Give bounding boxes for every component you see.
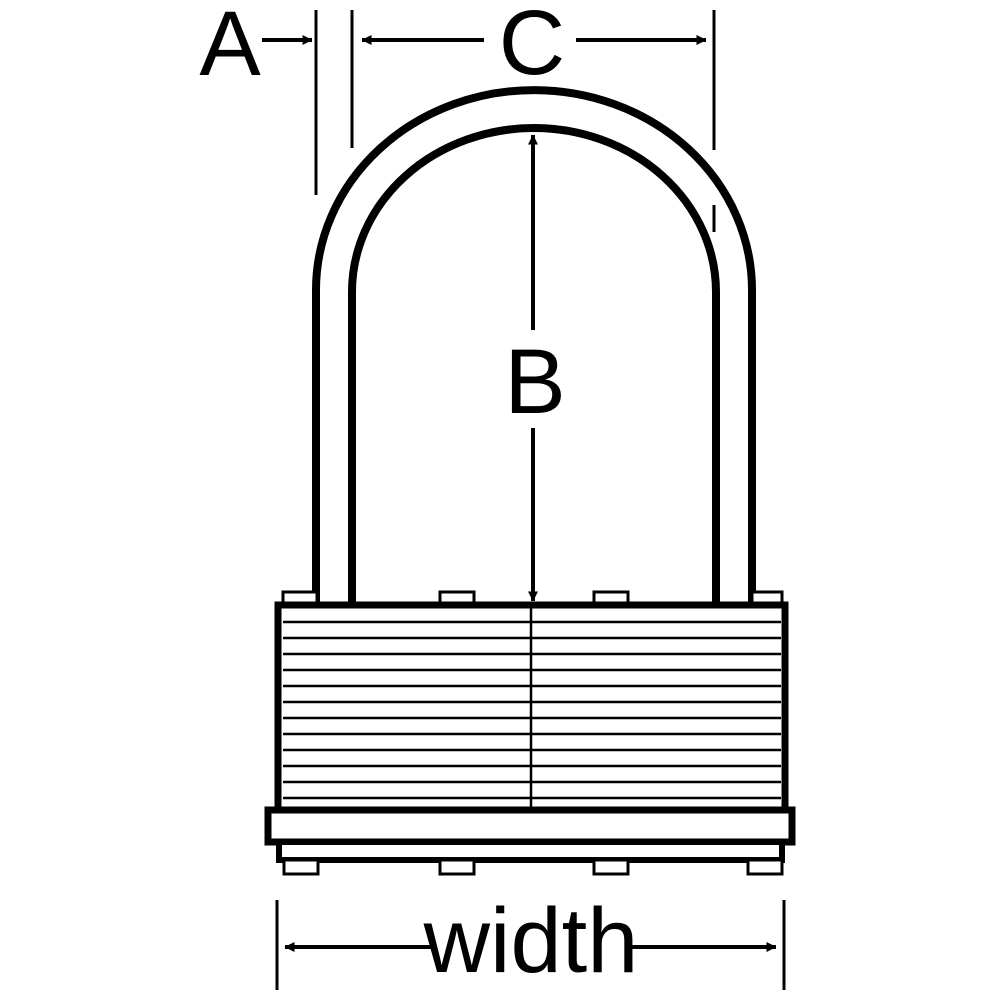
bottom-plate: [276, 839, 785, 863]
dimension-b: B: [504, 134, 566, 602]
dimension-a: A: [199, 0, 354, 195]
shackle-outer-edge: [312, 86, 756, 605]
shackle: [312, 86, 756, 605]
shackle-inner-edge: [348, 124, 720, 605]
bottom-flange: [264, 806, 796, 846]
bottom-rivet-3: [592, 858, 630, 876]
bottom-rivet-1: [282, 858, 320, 876]
dimension-b-label: B: [504, 331, 565, 433]
bottom-rivet-4: [746, 858, 784, 876]
dimension-c: C: [361, 0, 716, 232]
lock-body: [264, 590, 796, 876]
dimension-width: width: [275, 890, 786, 992]
dimension-c-label: C: [499, 0, 565, 94]
bottom-rivet-2: [438, 858, 476, 876]
dimension-width-label: width: [423, 890, 639, 992]
dimension-a-label: A: [199, 0, 261, 95]
